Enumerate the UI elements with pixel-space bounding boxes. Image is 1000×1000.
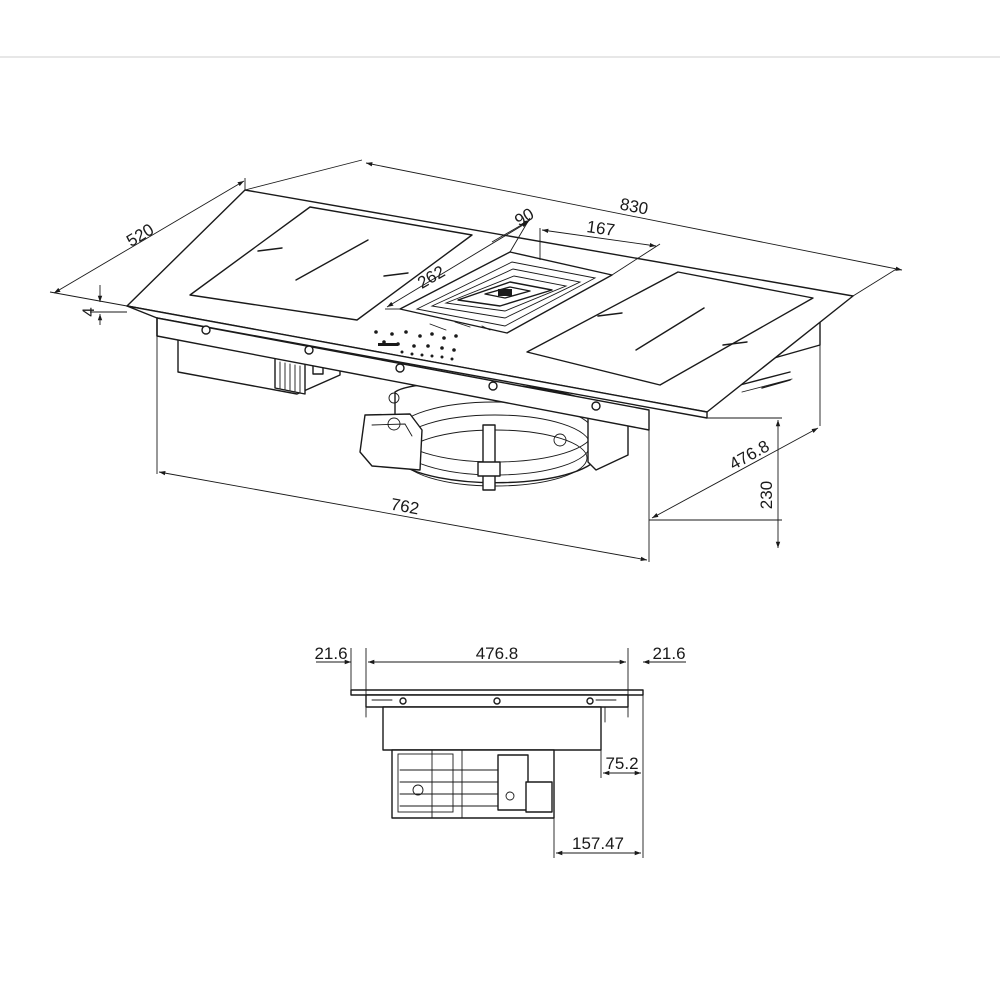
- cooking-zone-right: [526, 271, 814, 386]
- dim-label-offset-157-47: 157.47: [572, 834, 624, 853]
- side-screw: [399, 697, 407, 705]
- side-screw: [586, 697, 594, 705]
- side-extension-lines: [350, 648, 644, 858]
- side-body: [382, 706, 602, 751]
- brand-logo: [378, 343, 398, 346]
- dim-label-cutout-476-8: 476.8: [726, 437, 772, 474]
- side-dimension-labels: 21.6 476.8 21.6 75.2 157.47: [314, 644, 685, 853]
- dim-label-offset-75-2: 75.2: [605, 754, 638, 773]
- dim-label-glass-4: 4: [79, 307, 98, 316]
- dim-label-height-230: 230: [757, 481, 776, 509]
- side-view: 21.6 476.8 21.6 75.2 157.47: [314, 644, 686, 858]
- control-panel: [374, 330, 458, 361]
- side-dimension-lines: [316, 659, 686, 856]
- dim-label-right-21-6: 21.6: [652, 644, 685, 663]
- dim-label-center-476-8: 476.8: [476, 644, 519, 663]
- dim-label-cutout-762: 762: [389, 495, 420, 519]
- dim-label-vent-90: 90: [511, 204, 537, 230]
- control-box: [177, 335, 341, 395]
- dim-label-left-21-6: 21.6: [314, 644, 347, 663]
- dim-label-width-830: 830: [618, 195, 649, 219]
- side-screw: [493, 697, 501, 705]
- dim-label-vent-167: 167: [585, 217, 616, 240]
- side-glass-plate: [350, 689, 644, 696]
- dimension-lines: [53, 162, 903, 562]
- side-fan-unit: [391, 749, 555, 819]
- dim-label-depth-520: 520: [123, 220, 157, 251]
- isometric-view: 520 830 4 762 476.8 230 262 90 167: [49, 159, 903, 562]
- frame-screws: [201, 325, 601, 411]
